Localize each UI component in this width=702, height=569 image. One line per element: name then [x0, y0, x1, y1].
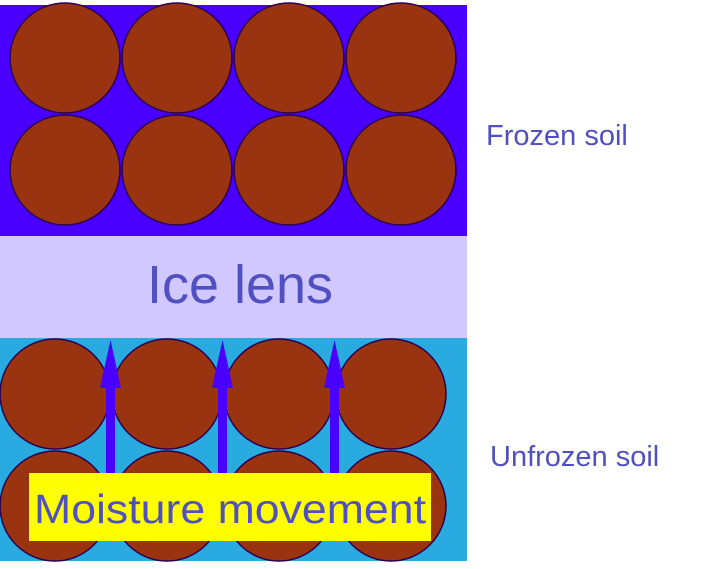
frozen-soil-layer [0, 2, 467, 236]
soil-particle [335, 338, 447, 450]
moisture-movement-label: Moisture movement [34, 486, 427, 532]
arrow-up-icon [100, 340, 121, 476]
ice-lens-background [0, 236, 467, 338]
arrow-up-icon [212, 340, 233, 476]
frozen-soil-label: Frozen soil [486, 120, 628, 152]
soil-particle [121, 2, 233, 114]
moisture-movement-label-group: Moisture movement [29, 473, 431, 541]
soil-particle [345, 2, 457, 114]
arrow-up-icon [324, 340, 345, 476]
soil-particle [121, 114, 233, 226]
soil-particle [345, 114, 457, 226]
unfrozen-soil-label: Unfrozen soil [490, 441, 659, 473]
soil-particle [9, 2, 121, 114]
soil-particle [111, 338, 223, 450]
soil-particle [223, 338, 335, 450]
moisture-arrows [100, 340, 345, 476]
soil-particle [233, 114, 345, 226]
moisture-movement-highlight [29, 473, 431, 541]
soil-particle [0, 338, 111, 450]
soil-particle [9, 114, 121, 226]
ice-lens-layer: Ice lens [0, 236, 467, 338]
ice-lens-label: Ice lens [147, 255, 333, 315]
soil-particle [233, 2, 345, 114]
